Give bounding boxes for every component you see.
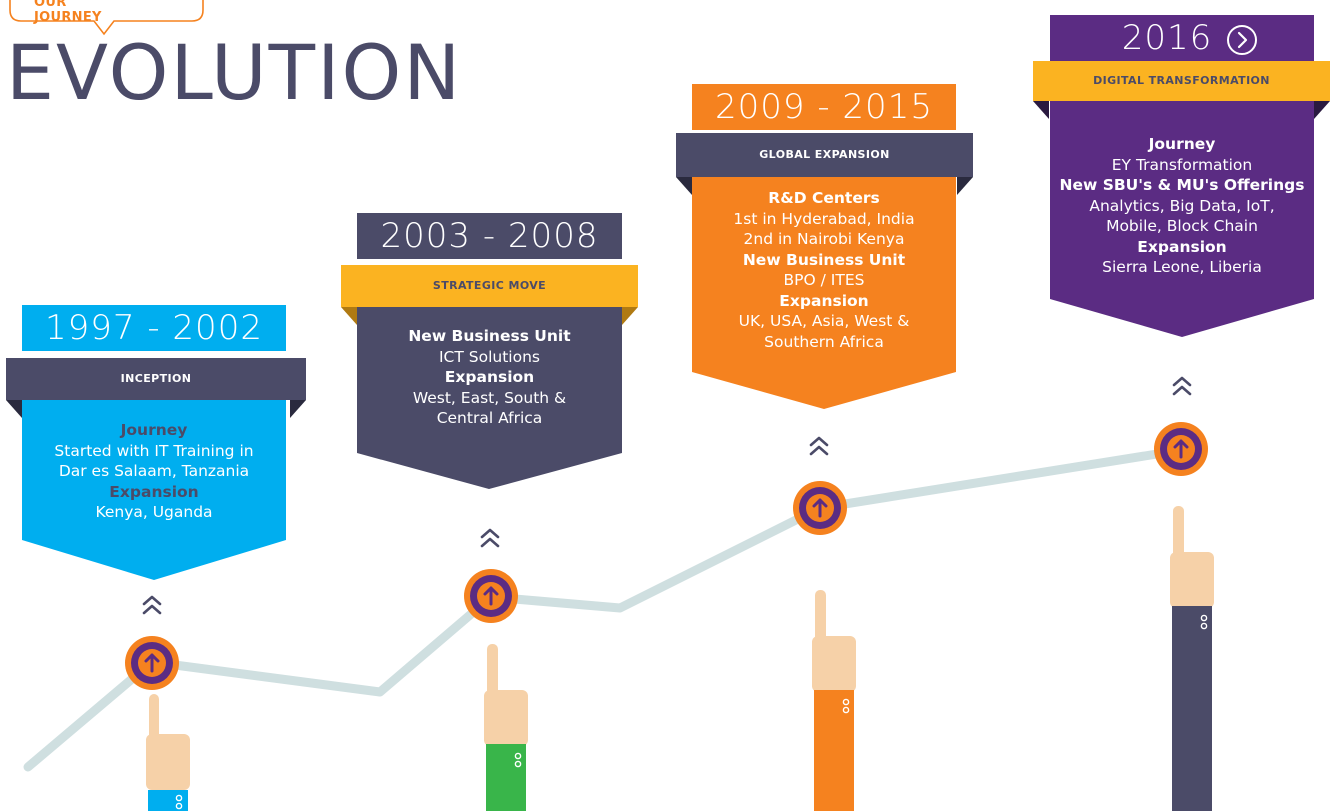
body-line: EY Transformation [1111, 155, 1253, 174]
body-line: Expansion [779, 291, 869, 310]
arrow-up-circle-icon[interactable] [464, 569, 518, 623]
phase-years: 2016 [1050, 15, 1314, 61]
body-line: R&D Centers [768, 189, 880, 207]
phase-label: STRATEGIC MOVE [341, 265, 638, 307]
speech-tab-shape [9, 0, 204, 36]
double-chevron-up-icon [809, 436, 829, 456]
phase-label: DIGITAL TRANSFORMATION [1033, 61, 1330, 101]
body-line: New Business Unit [742, 250, 906, 269]
body-line: Expansion [444, 368, 535, 386]
phase-body: Journey Started with IT Training in Dar … [22, 404, 286, 523]
body-line: BPO / ITES [783, 271, 865, 289]
body-line: Analytics, Big Data, IoT, [1089, 196, 1275, 215]
body-line: Central Africa [436, 409, 543, 427]
phase-years: 1997 - 2002 [22, 305, 286, 351]
phase-label: GLOBAL EXPANSION [676, 133, 973, 177]
phase-years: 2009 - 2015 [692, 84, 956, 130]
body-line: 1st in Hyderabad, India [733, 209, 915, 228]
band-fold [676, 177, 973, 195]
arrow-up-circle-icon[interactable] [125, 636, 179, 690]
double-chevron-up-icon [480, 528, 500, 548]
body-line: Southern Africa [764, 332, 884, 351]
phase-body: R&D Centers 1st in Hyderabad, India 2nd … [692, 176, 956, 352]
body-line: Mobile, Block Chain [1106, 217, 1258, 235]
band-fold [1033, 101, 1330, 119]
pointing-hand-icon [484, 644, 528, 811]
body-line: New SBU's & MU's Offerings [1059, 176, 1305, 194]
phase-body-shape [357, 307, 622, 489]
band-fold [341, 307, 638, 325]
body-line: Journey [1148, 135, 1216, 153]
body-line: West, East, South & [412, 388, 567, 407]
arrow-up-circle-icon[interactable] [1154, 422, 1208, 476]
phase-years-text: 2016 [1121, 18, 1213, 58]
tagline-text: OUR JOURNEY [34, 0, 102, 25]
phase-label: INCEPTION [6, 358, 306, 400]
arrow-up-circle-icon[interactable] [793, 481, 847, 535]
body-line: New Business Unit [408, 327, 571, 345]
pointing-hand-icon [146, 694, 190, 811]
body-line: Kenya, Uganda [95, 503, 213, 521]
body-line: Journey [120, 421, 188, 439]
phase-body-shape [692, 177, 956, 409]
body-line: UK, USA, Asia, West & [738, 312, 910, 330]
body-line: 2nd in Nairobi Kenya [743, 230, 905, 248]
page-title: EVOLUTION [6, 28, 463, 117]
phase-body-shape [22, 400, 286, 580]
phase-years: 2003 - 2008 [357, 213, 622, 259]
phase-body: Journey EY Transformation New SBU's & MU… [1050, 118, 1314, 278]
body-line: Started with IT Training in [54, 441, 254, 460]
double-chevron-up-icon [1172, 376, 1192, 396]
pointing-hand-icon [1170, 506, 1214, 811]
body-line: Expansion [1137, 237, 1227, 256]
body-line: Expansion [109, 482, 199, 501]
pointing-hand-icon [812, 590, 856, 811]
chevron-right-circle-icon[interactable] [1226, 22, 1257, 55]
band-fold [6, 400, 306, 418]
phase-body: New Business Unit ICT Solutions Expansio… [357, 310, 622, 429]
body-line: ICT Solutions [438, 347, 540, 366]
double-chevron-up-icon [142, 595, 162, 615]
body-line: Dar es Salaam, Tanzania [58, 462, 250, 480]
body-line: Sierra Leone, Liberia [1102, 258, 1262, 276]
phase-body-shape [1050, 101, 1314, 337]
